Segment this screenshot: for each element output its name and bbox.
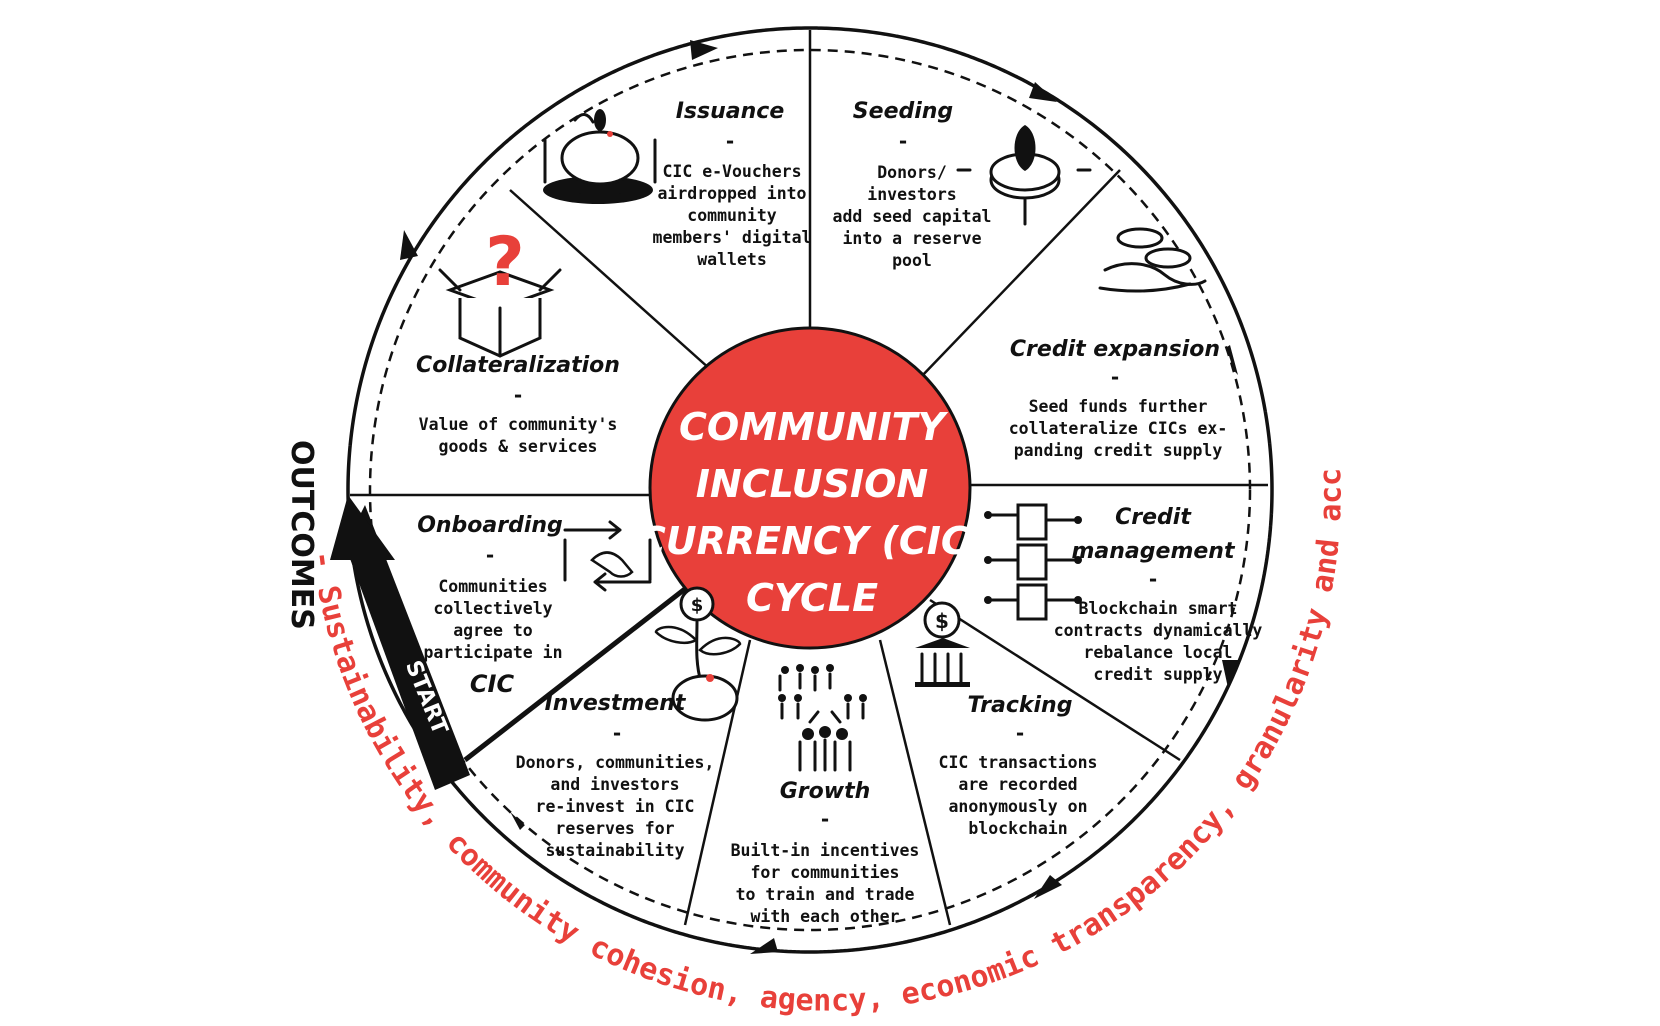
credit-expansion-desc-line: panding credit supply xyxy=(1014,441,1223,460)
center-title-line-2: INCLUSION xyxy=(696,462,928,506)
tracking-desc-line: are recorded xyxy=(958,775,1077,794)
tracking-desc-line: CIC transactions xyxy=(939,753,1098,772)
svg-text:?: ? xyxy=(485,223,524,302)
tracking-title: Tracking xyxy=(968,693,1073,718)
blockchain-circuit-icon xyxy=(984,503,1082,621)
segment-issuance: Issuance - CIC e-Vouchers airdropped int… xyxy=(543,99,811,269)
center-title-line-1: COMMUNITY xyxy=(679,405,949,449)
onboarding-dash: - xyxy=(486,543,494,567)
seeding-desc-line: add seed capital xyxy=(833,207,992,226)
growth-dash: - xyxy=(821,807,829,831)
credit-management-desc-line: credit supply xyxy=(1093,665,1222,684)
growth-desc-line: with each other xyxy=(750,907,899,926)
onboarding-title: Onboarding xyxy=(417,513,563,538)
credit-expansion-dash: - xyxy=(1111,365,1119,389)
segment-credit-expansion: Credit expansion - Seed funds further co… xyxy=(1009,227,1228,460)
investment-desc-line: sustainability xyxy=(545,841,684,860)
onboarding-desc-line: collectively xyxy=(433,599,552,618)
credit-management-title-line: management xyxy=(1072,539,1236,564)
collateralization-title: Collateralization xyxy=(416,353,620,378)
tracking-desc-line: anonymously on xyxy=(948,797,1087,816)
investment-desc-line: and investors xyxy=(550,775,679,794)
issuance-desc-line: airdropped into xyxy=(657,184,806,203)
segment-collateralization: ? Collateralization - Value of community… xyxy=(416,223,620,456)
issuance-desc-line: members' digital xyxy=(653,228,812,247)
collateralization-desc-line: Value of community's xyxy=(419,415,618,434)
onboarding-desc-line: participate in xyxy=(423,643,562,662)
svg-text:$: $ xyxy=(935,609,949,633)
investment-desc-line: re-invest in CIC xyxy=(536,797,695,816)
seeding-dash: - xyxy=(899,129,907,153)
center-hub: COMMUNITY INCLUSION CURRENCY (CIC) CYCLE xyxy=(638,326,986,650)
growth-title: Growth xyxy=(780,779,871,804)
issuance-desc-line: community xyxy=(687,206,776,225)
credit-management-desc-line: Blockchain smart xyxy=(1079,599,1238,618)
center-title-line-3: CURRENCY (CIC) xyxy=(638,519,986,563)
coin-seed-icon xyxy=(956,125,1092,226)
people-network-icon xyxy=(778,664,867,772)
credit-expansion-desc-line: collateralize CICs ex- xyxy=(1009,419,1228,438)
investment-desc-line: reserves for xyxy=(555,819,674,838)
investment-desc-line: Donors, communities, xyxy=(516,753,715,772)
issuance-desc-line: CIC e-Vouchers xyxy=(662,162,801,181)
outcomes-label: OUTCOMES xyxy=(284,440,319,630)
credit-management-desc-line: contracts dynamically xyxy=(1054,621,1263,640)
investment-title: Investment xyxy=(545,691,687,716)
credit-management-desc-line: rebalance local xyxy=(1083,643,1232,662)
growth-desc-line: to train and trade xyxy=(736,885,915,904)
onboarding-desc-cic: CIC xyxy=(470,670,515,698)
issuance-title: Issuance xyxy=(676,99,785,124)
collateralization-dash: - xyxy=(514,383,522,407)
credit-expansion-title: Credit expansion xyxy=(1010,337,1220,362)
growth-desc-line: for communities xyxy=(750,863,899,882)
growth-desc-line: Built-in incentives xyxy=(731,841,920,860)
seeding-desc-line: into a reserve xyxy=(842,229,981,248)
seeding-desc-line: investors xyxy=(867,185,956,204)
handshake-icon xyxy=(563,520,652,592)
segment-onboarding: Onboarding - Communities collectively ag… xyxy=(417,513,652,698)
wheel-spokes xyxy=(350,30,1268,926)
collateralization-desc-line: goods & services xyxy=(439,437,598,456)
issuance-dash: - xyxy=(726,129,734,153)
segment-growth: Growth - Built-in incentives for communi… xyxy=(731,664,920,926)
seeding-title: Seeding xyxy=(853,99,953,124)
svg-text:$: $ xyxy=(691,595,704,616)
segment-investment: $ Investment - Donors, communities, and … xyxy=(516,586,742,860)
seeding-desc-line: Donors/ xyxy=(877,163,947,182)
segment-tracking: $ Tracking - CIC transactions are record… xyxy=(915,601,1098,838)
segment-credit-management: Credit management - Blockchain smart con… xyxy=(984,503,1263,684)
credit-management-dash: - xyxy=(1149,567,1157,591)
credit-management-title-line: Credit xyxy=(1115,505,1192,530)
onboarding-desc-line: Communities xyxy=(438,577,547,596)
piggy-bank-icon xyxy=(543,109,657,204)
bank-icon: $ xyxy=(915,601,970,687)
issuance-desc-line: wallets xyxy=(697,250,767,269)
onboarding-desc-line: agree to xyxy=(453,621,533,640)
segment-seeding: Seeding - Donors/ investors add seed cap… xyxy=(833,99,1092,270)
money-plant-icon: $ xyxy=(654,586,742,722)
investment-dash: - xyxy=(613,721,621,745)
center-title-line-4: CYCLE xyxy=(746,576,878,620)
tracking-desc-line: blockchain xyxy=(968,819,1067,838)
credit-expansion-desc-line: Seed funds further xyxy=(1029,397,1208,416)
seeding-desc-line: pool xyxy=(892,251,932,270)
question-box-icon: ? xyxy=(438,223,562,358)
tracking-dash: - xyxy=(1016,721,1024,745)
hand-coins-icon xyxy=(1098,227,1207,293)
